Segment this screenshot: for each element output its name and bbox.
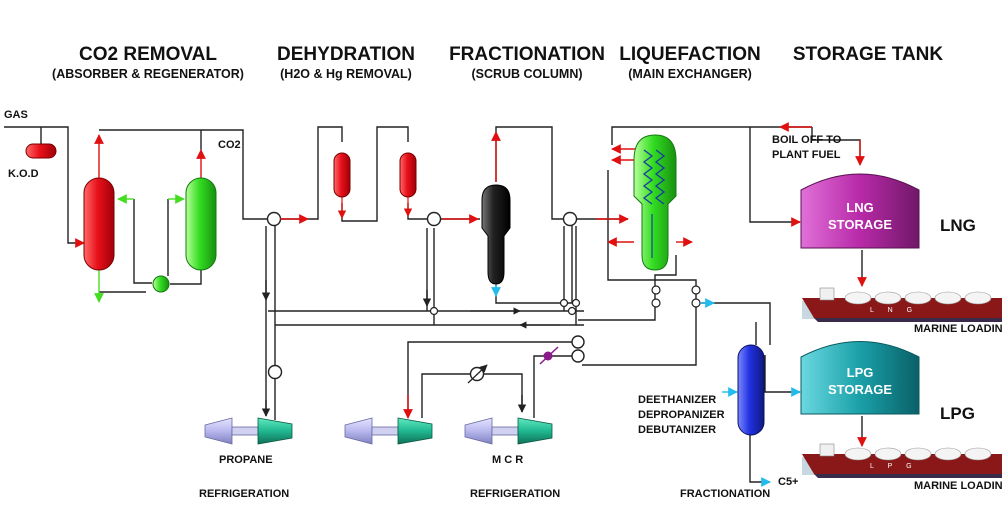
- boil-off-label-2: PLANT FUEL: [772, 149, 841, 161]
- fractionation-label: FRACTIONATION: [680, 488, 770, 500]
- co2-label: CO2: [218, 139, 241, 151]
- mcr-driver-2-icon: [464, 417, 493, 445]
- lpg-product-label: LPG: [940, 404, 975, 423]
- exchanger-coil-1: [642, 149, 654, 205]
- dehydrator-link: [341, 126, 409, 222]
- kod-vessel: [25, 143, 57, 159]
- process-piping: [4, 126, 867, 487]
- marine-loading-lng-label: MARINE LOADIN: [914, 323, 1002, 335]
- lng-tank-label-2: STORAGE: [828, 217, 892, 232]
- section-subtitle-liquefaction: (MAIN EXCHANGER): [628, 67, 752, 81]
- frac-feed-line: [700, 302, 771, 345]
- mcr-suction-line: [407, 341, 580, 415]
- refrigeration-label-1: REFRIGERATION: [199, 488, 289, 500]
- debutanizer-label: DEBUTANIZER: [638, 424, 716, 436]
- mcr-compressor-train-2: [464, 417, 553, 445]
- propane-driver-icon: [204, 417, 233, 445]
- lpg-tank-label-1: LPG: [847, 365, 874, 380]
- exchanger-circle-3: [562, 211, 578, 227]
- section-title-liquefaction: LIQUEFACTION: [619, 44, 760, 65]
- mcr-cooler-circle-1: [571, 335, 585, 349]
- dehydrator-2-outlet: [407, 203, 428, 220]
- lng-rundown-line: [749, 127, 801, 227]
- exchanger-top-line: [611, 126, 812, 145]
- lpg-carrier-ship: L P G: [802, 443, 1002, 478]
- lng-storage-tank: LNG STORAGE: [800, 173, 920, 249]
- lpg-storage-tank: LPG STORAGE: [800, 341, 920, 415]
- propane-compressor-train: [204, 417, 293, 445]
- mcr-compressor-train-1: [344, 417, 433, 445]
- mcr-cooler-circle-2: [571, 349, 585, 363]
- mcr-compressor-1-icon: [397, 417, 433, 445]
- mcr-compressor-2-icon: [517, 417, 553, 445]
- propane-liquefaction-drops: [563, 226, 577, 325]
- section-title-dehydration: DEHYDRATION: [277, 44, 415, 65]
- gas-label: GAS: [4, 109, 28, 121]
- depropanizer-label: DEPROPANIZER: [638, 409, 725, 421]
- amine-loop-left: [133, 199, 152, 284]
- kod-label: K.O.D: [8, 168, 39, 180]
- refrigeration-label-2: REFRIGERATION: [470, 488, 560, 500]
- absorber-overhead-line: [99, 129, 268, 220]
- section-headers: CO2 REMOVAL (ABSORBER & REGENERATOR) DEH…: [52, 44, 943, 81]
- exchanger-coil-2: [654, 149, 666, 205]
- absorber-column: [83, 177, 115, 271]
- section-title-storage-tank: STORAGE TANK: [793, 44, 944, 65]
- mcr-driver-1-icon: [344, 417, 373, 445]
- section-title-fractionation: FRACTIONATION: [449, 44, 605, 65]
- dehydrator-vessel-1: [333, 152, 351, 198]
- c5-plus-label: C5+: [778, 476, 799, 488]
- equipment: [25, 127, 765, 436]
- dehydrator-vessel-2: [399, 152, 417, 198]
- main-cryogenic-exchanger: [633, 134, 677, 271]
- mcr-loop-aftercooler: [421, 373, 523, 418]
- feed-gas-line: [4, 126, 85, 248]
- propane-label: PROPANE: [219, 454, 273, 466]
- propane-compressor-icon: [257, 417, 293, 445]
- section-subtitle-dehydration: (H2O & Hg REMOVAL): [280, 67, 412, 81]
- amine-loop-bottom: [99, 270, 202, 293]
- section-title-co2-removal: CO2 REMOVAL: [79, 44, 217, 65]
- line-crossovers: [429, 285, 701, 316]
- propane-cooler-circle: [267, 364, 283, 380]
- scrub-column: [481, 184, 511, 285]
- mcr-loop-line: [578, 255, 677, 321]
- lpg-to-storage-line: [764, 355, 801, 397]
- lng-ship-text: L N G: [870, 307, 918, 314]
- lng-product-label: LNG: [940, 216, 976, 235]
- exchanger-circle-1: [266, 211, 282, 227]
- section-subtitle-co2-removal: (ABSORBER & REGENERATOR): [52, 67, 244, 81]
- amine-pump-icon: [152, 275, 170, 293]
- lng-tank-label-1: LNG: [846, 200, 873, 215]
- fractionation-column: [737, 344, 765, 436]
- marine-loading-lpg-label: MARINE LOADIN: [914, 480, 1002, 492]
- boil-off-label-1: BOIL OFF TO: [772, 134, 842, 146]
- heat-exchangers: [266, 211, 585, 384]
- diagram-labels: GAS K.O.D CO2 BOIL OFF TO PLANT FUEL LNG…: [4, 109, 1002, 500]
- mcr-label: M C R: [492, 454, 523, 466]
- lpg-tank-label-2: STORAGE: [828, 382, 892, 397]
- exchanger-circle-2: [426, 211, 442, 227]
- lpg-ship-text: L P G: [870, 463, 918, 470]
- regenerator-column: [185, 177, 217, 271]
- section-subtitle-fractionation: (SCRUB COLUMN): [471, 67, 582, 81]
- dehydrator-1-inlet: [280, 126, 343, 220]
- c5-line: [749, 432, 771, 487]
- deethanizer-label: DEETHANIZER: [638, 394, 716, 406]
- lng-carrier-ship: L N G: [802, 287, 1002, 322]
- mcr-discharge-line: [533, 355, 580, 418]
